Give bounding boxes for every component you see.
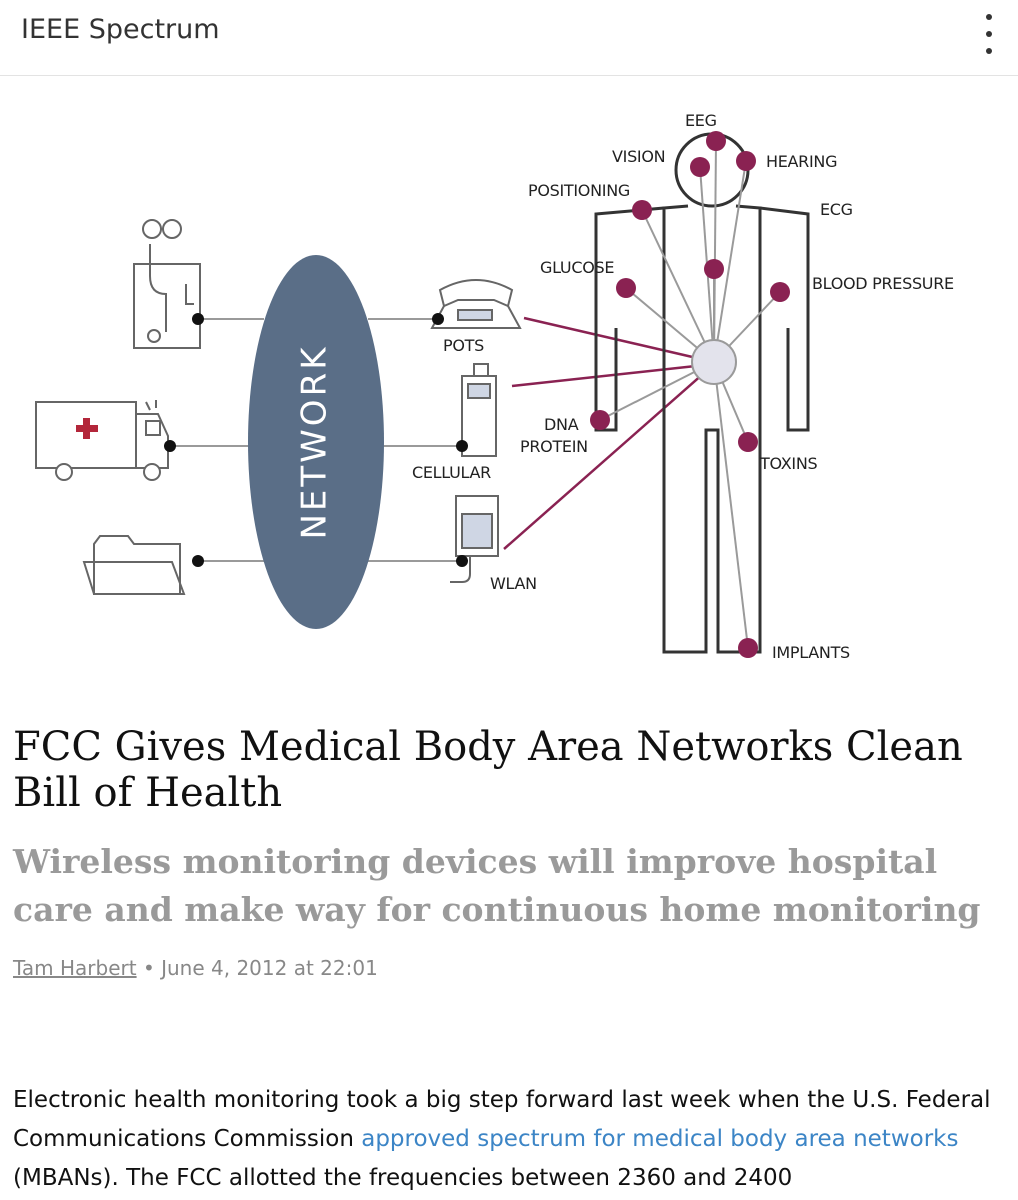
article-hero-diagram: NETWORK POTS bbox=[35, 111, 954, 662]
app-title: IEEE Spectrum bbox=[21, 14, 220, 45]
more-vertical-icon[interactable] bbox=[978, 14, 1000, 54]
device-label-cellular: CELLULAR bbox=[412, 463, 491, 482]
sensor-label-toxins: TOXINS bbox=[759, 454, 817, 473]
mban-spectrum-link[interactable]: approved spectrum for medical body area … bbox=[361, 1126, 959, 1152]
network-node: NETWORK bbox=[248, 255, 384, 629]
ambulance-icon bbox=[35, 400, 169, 481]
byline: Tam Harbert • June 4, 2012 at 22:01 bbox=[13, 956, 378, 980]
article-body-paragraph: Electronic health monitoring took a big … bbox=[13, 1081, 1003, 1198]
phone-icon bbox=[430, 279, 522, 329]
sensor-label-hearing: HEARING bbox=[766, 152, 837, 171]
wlan-device-icon bbox=[450, 495, 499, 583]
sensor-label-glucose: GLUCOSE bbox=[540, 258, 614, 277]
device-label-wlan: WLAN bbox=[490, 574, 537, 593]
author-link[interactable]: Tam Harbert bbox=[13, 956, 137, 980]
human-body-icon bbox=[594, 132, 810, 654]
sensor-label-positioning: POSITIONING bbox=[528, 181, 630, 200]
doctor-icon bbox=[133, 219, 201, 349]
article-subhead: Wireless monitoring devices will improve… bbox=[13, 842, 981, 929]
publish-date: June 4, 2012 at 22:01 bbox=[161, 956, 378, 980]
sensor-label-protein: PROTEIN bbox=[520, 437, 588, 456]
sensor-label-dna: DNA bbox=[544, 415, 579, 434]
sensor-label-vision: VISION bbox=[612, 147, 665, 166]
body-text-before: Electronic health monitoring took a big … bbox=[13, 1087, 991, 1152]
cellphone-icon bbox=[461, 363, 497, 457]
article-headline: FCC Gives Medical Body Area Networks Cle… bbox=[13, 724, 963, 816]
sensor-label-eeg: EEG bbox=[685, 111, 717, 130]
sensor-label-blood-pressure: BLOOD PRESSURE bbox=[812, 274, 954, 293]
body-text-after: (MBANs). The FCC allotted the frequencie… bbox=[13, 1165, 793, 1191]
device-label-pots: POTS bbox=[443, 336, 484, 355]
byline-separator: • bbox=[136, 956, 162, 980]
body-hub-node bbox=[691, 339, 737, 385]
folder-icon bbox=[82, 535, 186, 595]
sensor-dots bbox=[590, 131, 790, 658]
sensor-label-implants: IMPLANTS bbox=[772, 643, 850, 662]
app-header: IEEE Spectrum bbox=[0, 0, 1018, 76]
network-label: NETWORK bbox=[295, 345, 335, 540]
sensor-label-ecg: ECG bbox=[820, 200, 853, 219]
